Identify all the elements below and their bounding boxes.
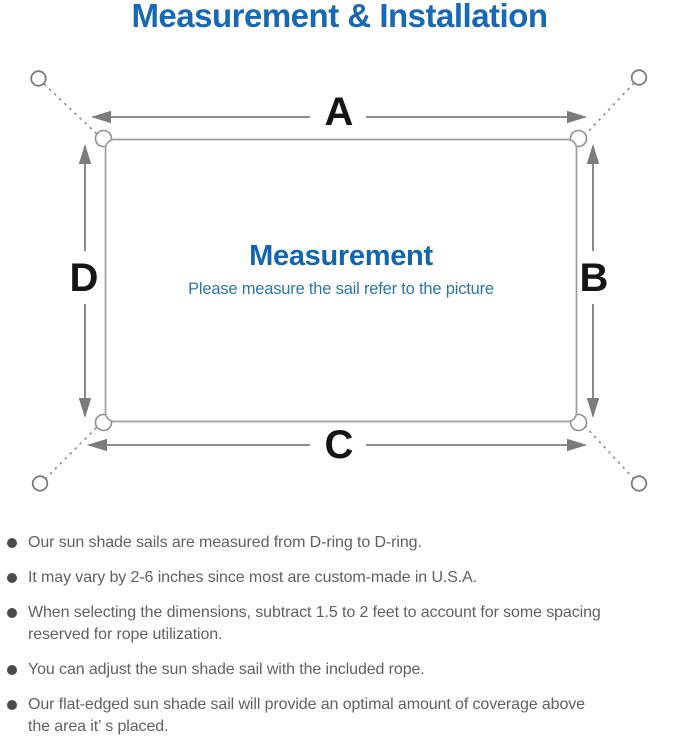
list-item: Our sun shade sails are measured from D-… <box>7 532 667 554</box>
note-line: Our sun shade sails are measured from D-… <box>28 534 422 551</box>
measure-arrow-a <box>91 110 587 124</box>
note-text: It may vary by 2-6 inches since most are… <box>28 567 477 589</box>
note-line: You can adjust the sun shade sail with t… <box>28 661 425 678</box>
note-line: Our flat-edged sun shade sail will provi… <box>28 696 585 713</box>
list-item: Our flat-edged sun shade sail will provi… <box>7 694 667 738</box>
anchor-point-top-left <box>30 70 47 87</box>
note-text: Our sun shade sails are measured from D-… <box>28 532 422 554</box>
rope-bottom-right <box>583 424 635 480</box>
arrowhead-left-icon <box>87 438 107 452</box>
arrowhead-right-icon <box>567 438 587 452</box>
note-line: It may vary by 2-6 inches since most are… <box>28 569 478 586</box>
dimension-label-d: D <box>69 256 99 300</box>
anchor-rope-lines <box>43 82 635 480</box>
anchor-point-top-right <box>630 69 648 86</box>
note-text: When selecting the dimensions, subtract … <box>28 602 601 646</box>
measurement-subheading: Please measure the sail refer to the pic… <box>188 280 494 298</box>
notes-list: Our sun shade sails are measured from D-… <box>7 532 667 739</box>
list-item: You can adjust the sun shade sail with t… <box>7 659 667 681</box>
note-line: reserved for rope utilization. <box>28 626 223 643</box>
anchor-point-bottom-left <box>31 475 49 492</box>
bullet-dot-icon <box>7 538 17 548</box>
note-line: When selecting the dimensions, subtract … <box>28 604 601 621</box>
measure-arrow-b <box>586 144 600 418</box>
anchor-point-bottom-right <box>630 475 648 492</box>
rope-bottom-left <box>44 424 100 480</box>
arrowhead-left-icon <box>91 110 111 124</box>
sail-center-text: Measurement Please measure the sail refe… <box>105 241 577 299</box>
anchor-points <box>30 69 648 492</box>
bullet-dot-icon <box>7 665 17 675</box>
measure-arrow-c <box>87 438 587 452</box>
arrowhead-right-icon <box>567 110 587 124</box>
arrowhead-up-icon <box>78 144 92 164</box>
bullet-dot-icon <box>7 573 17 583</box>
rope-top-right <box>583 82 635 137</box>
sail-outline <box>104 138 578 423</box>
arrowhead-down-icon <box>78 398 92 418</box>
dimension-label-c: C <box>324 423 354 467</box>
note-line: the area it’ s placed. <box>28 718 169 735</box>
bullet-dot-icon <box>7 700 17 710</box>
measurement-heading: Measurement <box>249 240 433 272</box>
note-text: Our flat-edged sun shade sail will provi… <box>28 694 585 738</box>
dimension-label-a: A <box>324 90 354 134</box>
note-text: You can adjust the sun shade sail with t… <box>28 659 425 681</box>
list-item: When selecting the dimensions, subtract … <box>7 602 667 646</box>
measure-arrow-d <box>78 144 92 418</box>
arrowhead-up-icon <box>586 144 600 164</box>
page-title: Measurement & Installation <box>131 0 548 34</box>
arrowhead-down-icon <box>586 398 600 418</box>
list-item: It may vary by 2-6 inches since most are… <box>7 567 667 589</box>
rope-top-left <box>43 83 100 137</box>
bullet-dot-icon <box>7 608 17 618</box>
dimension-label-b: B <box>579 256 609 300</box>
